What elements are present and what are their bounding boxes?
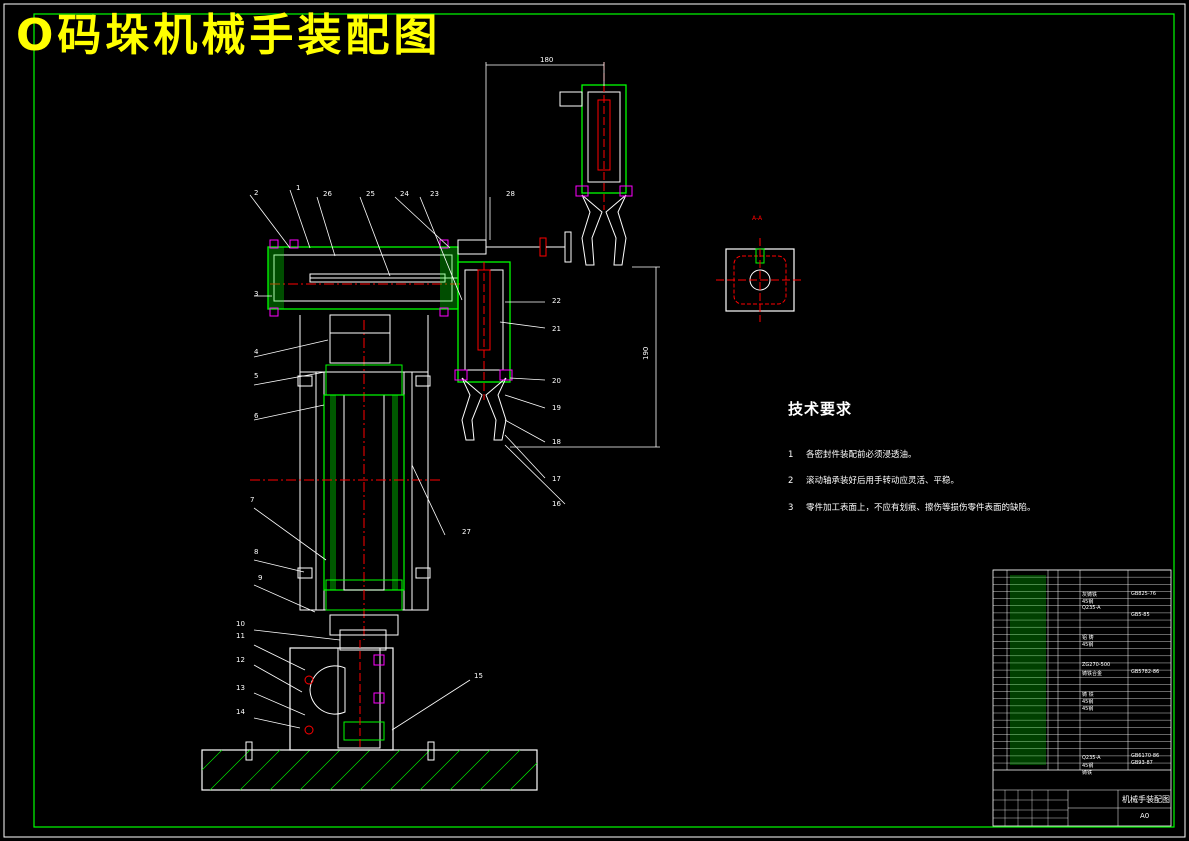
callout-4: 4 [254,348,259,356]
material-cell: 45钢 [1082,706,1094,712]
tech-item-num: 1 [788,450,794,460]
tech-item-text: 滚动轴承装好后用手转动应灵活、平稳。 [806,476,960,486]
callout-28: 28 [506,190,515,198]
gear-housing [289,640,394,751]
dimension-lines [485,62,660,448]
callout-27: 27 [462,528,471,536]
material-cell: 铸铁合金 [1082,671,1103,677]
dim-right-label: 190 [642,347,650,360]
material-cell: 灰铸铁 [1082,592,1098,598]
callout-14: 14 [236,708,245,716]
dim-top-label: 180 [540,56,553,64]
callout-22: 22 [552,297,561,305]
material-cell: Q235-A [1082,605,1101,611]
callout-11: 11 [236,632,245,640]
material-cell: 45钢 [1082,763,1094,769]
callout-16: 16 [552,500,561,508]
top-cylinder [267,231,572,372]
callout-17: 17 [552,475,561,483]
standard-cell: GB5782-86 [1131,669,1160,675]
lower-gripper [454,261,513,441]
material-cell: 铸铁 [1082,770,1093,776]
callout-13: 13 [236,684,245,692]
leader-lines [249,189,566,731]
material-cell: Q235-A [1082,755,1101,761]
callout-24: 24 [400,190,409,198]
drawing-title: O码垛机械手装配图 [16,10,442,61]
standard-cell: GB825-76 [1131,591,1157,597]
callout-23: 23 [430,190,439,198]
callout-6: 6 [254,412,259,420]
standard-cell: GB93-87 [1131,760,1153,766]
tech-item-num: 3 [788,503,794,513]
tech-item-3: 3 零件加工表面上，不应有划痕、擦伤等损伤零件表面的缺陷。 [788,501,1036,513]
material-cell: 45钢 [1082,599,1094,605]
tech-item-text: 各密封件装配前必须浸透油。 [806,450,917,460]
material-cell: 45钢 [1082,642,1094,648]
main-column [250,320,440,651]
section-label: A-A [752,215,763,222]
base-plate [201,741,538,791]
callout-26: 26 [323,190,332,198]
callout-7: 7 [250,496,255,504]
tech-item-num: 2 [788,476,794,486]
callout-19: 19 [552,404,561,412]
tech-requirements-heading: 技术要求 [788,400,853,418]
material-cell: 45钢 [1082,699,1094,705]
standard-cell: GB6170-86 [1131,753,1160,759]
callout-3: 3 [254,290,259,298]
section-view [716,238,804,322]
callout-8: 8 [254,548,259,556]
outer-frame [3,3,1186,838]
callout-25: 25 [366,190,375,198]
callout-5: 5 [254,372,259,380]
callout-10: 10 [236,620,245,628]
callout-18: 18 [552,438,561,446]
tech-item-1: 1 各密封件装配前必须浸透油。 [788,448,917,460]
callout-12: 12 [236,656,245,664]
material-cell: 铸 铁 [1082,692,1094,698]
callout-9: 9 [258,574,263,582]
tech-item-text: 零件加工表面上，不应有划痕、擦伤等损伤零件表面的缺陷。 [806,503,1036,513]
drawing-name: 机械手装配图 [1122,795,1170,804]
standard-cell: GB5-85 [1131,612,1150,618]
callout-1: 1 [296,184,301,192]
callout-15: 15 [474,672,483,680]
material-cell: 铝 铸 [1082,635,1094,641]
material-cell: ZG270-500 [1082,662,1111,668]
callout-20: 20 [552,377,561,385]
callout-21: 21 [552,325,561,333]
tech-item-2: 2 滚动轴承装好后用手转动应灵活、平稳。 [788,474,959,486]
callout-2: 2 [254,189,259,197]
sheet-size: A0 [1140,812,1150,820]
inner-frame [33,13,1175,828]
